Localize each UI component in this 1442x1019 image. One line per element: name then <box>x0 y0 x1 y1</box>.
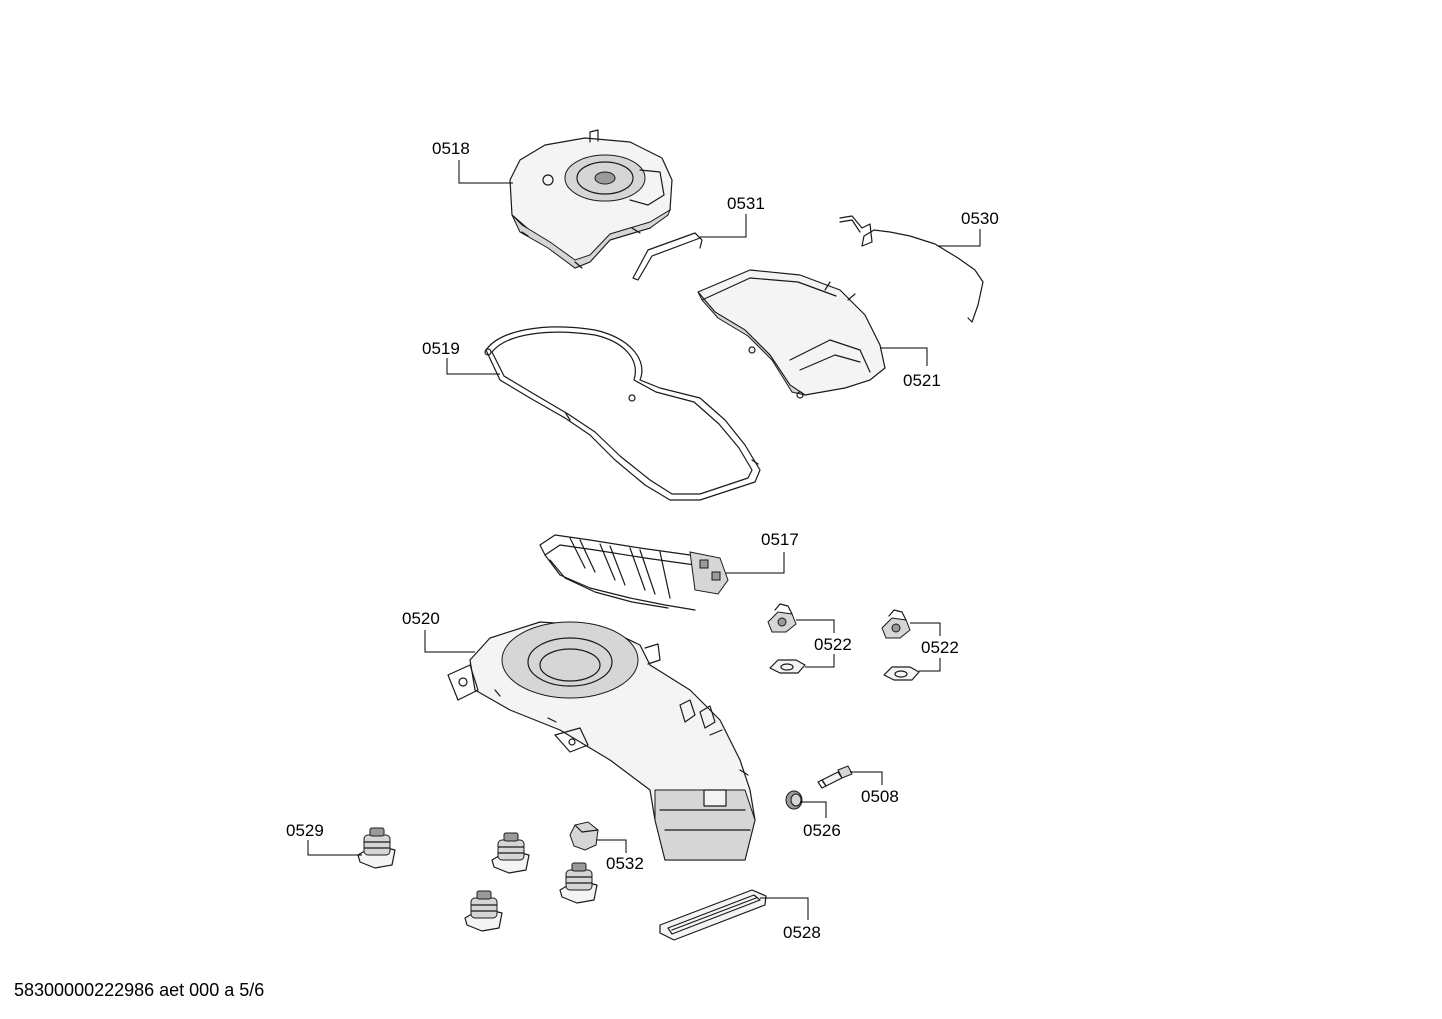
foot-1-drawing <box>357 827 396 869</box>
foot-3-drawing <box>559 862 598 904</box>
grommet-drawing <box>785 790 803 810</box>
leader-0526 <box>800 801 827 818</box>
label-0529: 0529 <box>286 821 324 840</box>
leader-0518 <box>458 160 513 184</box>
label-0532: 0532 <box>606 854 644 873</box>
leader-0519 <box>446 358 500 375</box>
label-0508: 0508 <box>861 787 899 806</box>
foot-2-drawing <box>491 832 530 874</box>
leader-0528 <box>760 897 809 920</box>
air-duct-drawing <box>697 269 886 399</box>
leader-0517 <box>726 552 785 574</box>
heating-element-drawing <box>539 534 729 611</box>
label-0517: 0517 <box>761 530 799 549</box>
leader-0529 <box>307 840 362 856</box>
label-0528: 0528 <box>783 923 821 942</box>
leader-0522a-top <box>796 619 835 633</box>
thermostat-left-drawing <box>767 603 806 674</box>
label-0519: 0519 <box>422 339 460 358</box>
gasket-drawing <box>484 326 761 501</box>
leader-0522b-top <box>910 622 941 636</box>
foot-4-drawing <box>464 890 503 932</box>
sensor-pin-drawing <box>817 765 853 789</box>
label-0531: 0531 <box>727 194 765 213</box>
fan-housing-drawing <box>509 129 673 269</box>
leader-0532 <box>597 839 627 853</box>
leader-0522b-bottom <box>919 658 941 672</box>
document-id: 58300000222986 aet 000 a 5/6 <box>14 980 265 1000</box>
cap-drawing <box>569 821 599 851</box>
leader-0508 <box>850 771 883 785</box>
leader-0520 <box>424 630 475 653</box>
label-0522-right: 0522 <box>921 638 959 657</box>
label-0520: 0520 <box>402 609 440 628</box>
leader-0521 <box>880 347 928 366</box>
wire-spring-drawing <box>839 215 984 323</box>
label-0522-left: 0522 <box>814 635 852 654</box>
leader-0522a-bottom <box>805 654 835 668</box>
filter-frame-drawing <box>659 889 767 941</box>
leader-0530 <box>938 229 981 247</box>
label-0526: 0526 <box>803 821 841 840</box>
label-0518: 0518 <box>432 139 470 158</box>
leader-0531 <box>700 214 747 238</box>
label-0521: 0521 <box>903 371 941 390</box>
bracket-drawing <box>632 232 703 281</box>
lower-housing-drawing <box>447 621 756 861</box>
thermostat-right-drawing <box>881 609 920 681</box>
label-0530: 0530 <box>961 209 999 228</box>
